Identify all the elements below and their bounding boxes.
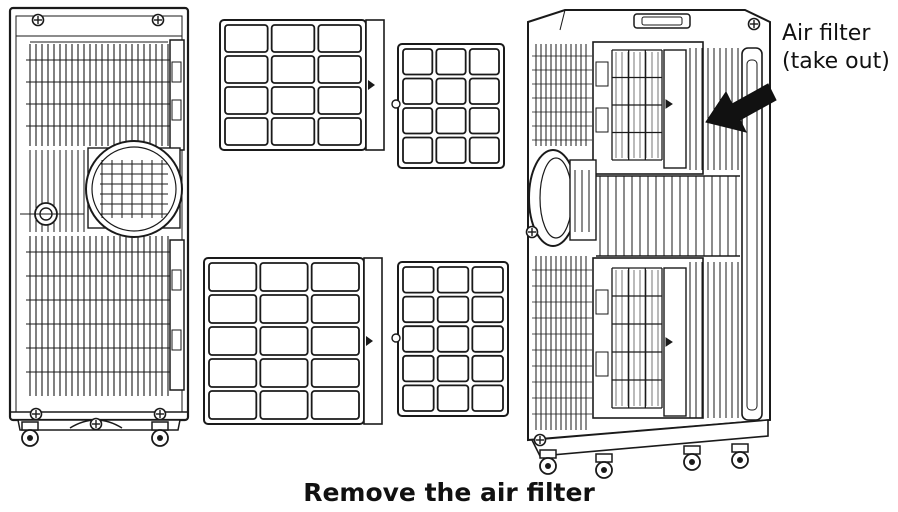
screw-icon (29, 407, 43, 421)
screw-icon (533, 433, 547, 447)
lower-grille (26, 150, 170, 396)
caster-wheel-icon (595, 453, 613, 479)
arrow-pointing-left-icon (705, 83, 777, 133)
filter-panel (203, 257, 383, 425)
caster-wheel-icon (731, 443, 749, 469)
screw-icon (151, 13, 165, 27)
caster-wheel-icon (539, 449, 557, 475)
filter-panels (203, 19, 509, 425)
filter-panel (397, 43, 505, 169)
callout-line-2: (take out) (782, 49, 890, 74)
upper-grille (26, 44, 170, 146)
callout-line-1: Air filter (782, 21, 871, 46)
screw-icon (747, 17, 761, 31)
side-grille (532, 44, 592, 430)
screw-icon (525, 225, 539, 239)
filter-panel (397, 261, 509, 417)
air-filter-callout: Air filter (take out) (782, 20, 890, 76)
filter-panel (219, 19, 385, 151)
open-unit (527, 9, 771, 457)
filter-frames (611, 48, 739, 418)
screw-icon (153, 407, 167, 421)
screw-icon (31, 13, 45, 27)
screw-icon (89, 417, 103, 431)
exhaust-port (85, 140, 183, 238)
rear-view-unit (8, 6, 190, 431)
caster-wheel-icon (683, 445, 701, 471)
caster-wheel-icon (21, 421, 39, 447)
caster-wheel-icon (151, 421, 169, 447)
diagram-caption: Remove the air filter (303, 478, 595, 507)
drain-plug-icon (20, 202, 84, 226)
exhaust-port-side (528, 149, 597, 247)
